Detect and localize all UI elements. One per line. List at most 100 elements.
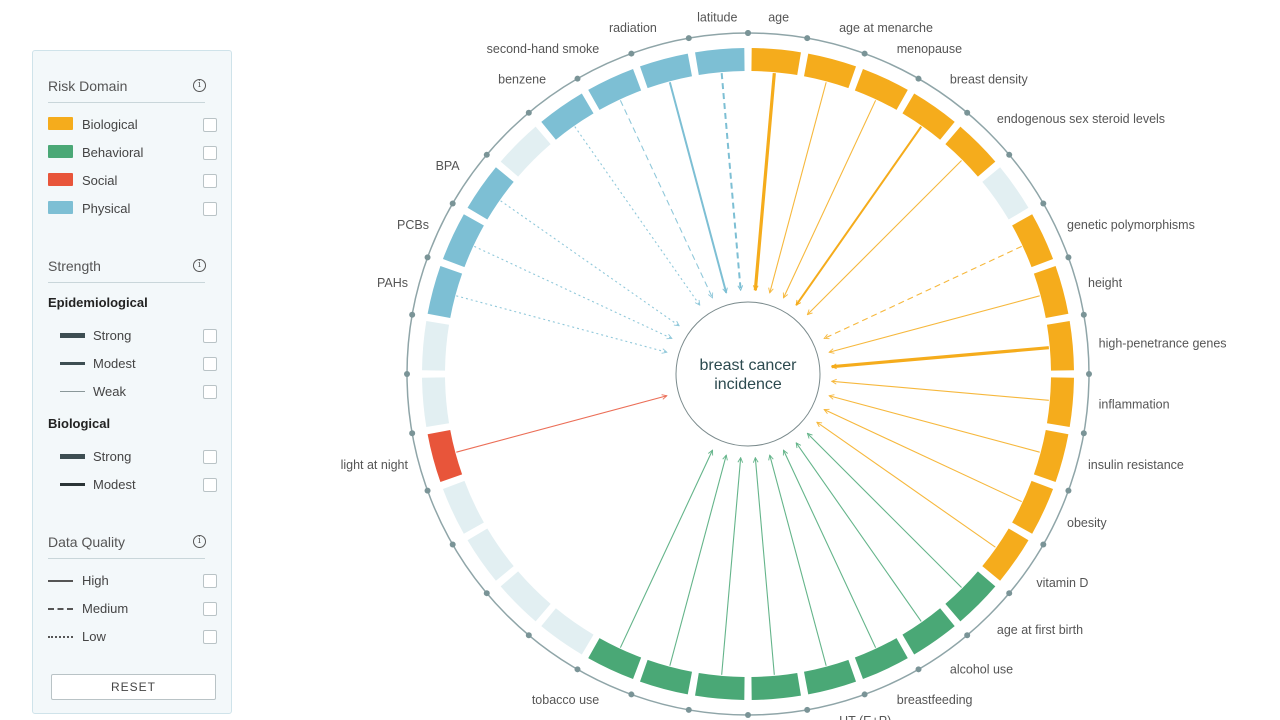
bio-strong-checkbox[interactable] <box>203 450 217 464</box>
factor-label-age-at-first-birth[interactable]: age at first birth <box>997 623 1083 637</box>
legend-item-behavioral[interactable]: Behavioral <box>48 143 217 163</box>
factor-label-inflammation[interactable]: inflammation <box>1099 398 1170 412</box>
segment-endogenous-sex-steroid-levels[interactable] <box>945 126 996 177</box>
factor-label-vitamin-d[interactable]: vitamin D <box>1036 576 1088 590</box>
strength-epi-weak[interactable]: Weak <box>48 382 217 402</box>
segment-breastfeeding[interactable] <box>854 638 908 680</box>
strength-bio-modest[interactable]: Modest <box>48 475 217 495</box>
segment-benzene[interactable] <box>541 93 594 140</box>
segment-height[interactable] <box>1033 265 1069 319</box>
segment-menopause[interactable] <box>854 68 908 110</box>
factor-label-menopause[interactable]: menopause <box>897 42 962 56</box>
factor-label-benzene[interactable]: benzene <box>498 73 546 87</box>
segment-insulin-resistance[interactable] <box>1033 429 1069 483</box>
strength-bio-strong[interactable]: Strong <box>48 447 217 467</box>
segment-empty[interactable] <box>442 480 484 534</box>
segment-empty[interactable] <box>467 528 514 581</box>
segment-behavioral[interactable] <box>639 659 693 695</box>
segment-empty[interactable] <box>500 571 551 622</box>
behavioral-checkbox[interactable] <box>203 146 217 160</box>
segment-diet[interactable] <box>695 672 745 700</box>
segment-genetic-polymorphisms[interactable] <box>1012 214 1054 268</box>
filter-panel: Risk Domain i Biological Behavioral Soci… <box>32 50 232 714</box>
biological-checkbox[interactable] <box>203 118 217 132</box>
quality-high[interactable]: High <box>48 571 217 591</box>
segment-pahs[interactable] <box>427 265 463 319</box>
quality-low[interactable]: Low <box>48 627 217 647</box>
epi-modest-checkbox[interactable] <box>203 357 217 371</box>
segment-age-at-menarche[interactable] <box>803 53 857 89</box>
segment-inflammation[interactable] <box>1046 377 1074 427</box>
segment-age-at-first-birth[interactable] <box>945 571 996 622</box>
factor-label-tobacco-use[interactable]: tobacco use <box>532 693 599 707</box>
epi-strong-checkbox[interactable] <box>203 329 217 343</box>
quality-medium[interactable]: Medium <box>48 599 217 619</box>
segment-empty[interactable] <box>982 167 1029 220</box>
factor-label-age-at-menarche[interactable]: age at menarche <box>839 21 933 35</box>
physical-checkbox[interactable] <box>203 202 217 216</box>
factor-label-latitude[interactable]: latitude <box>697 10 737 24</box>
arrow-pcbs <box>474 245 672 338</box>
segment-vitamin-d[interactable] <box>982 528 1029 581</box>
factor-label-genetic-polymorphisms[interactable]: genetic polymorphisms <box>1067 218 1195 232</box>
segment-pcbs[interactable] <box>442 214 484 268</box>
segment-high-penetrance-genes[interactable] <box>1046 321 1074 371</box>
reset-button[interactable]: RESET <box>51 674 216 700</box>
arrow-inflammation <box>832 381 1049 401</box>
info-icon[interactable]: i <box>193 259 206 272</box>
ring-dot <box>804 35 811 42</box>
factor-label-breast-density[interactable]: breast density <box>950 73 1029 87</box>
quality-high-checkbox[interactable] <box>203 574 217 588</box>
factor-label-height[interactable]: height <box>1088 276 1123 290</box>
quality-low-checkbox[interactable] <box>203 630 217 644</box>
factor-label-second-hand-smoke[interactable]: second-hand smoke <box>487 42 600 56</box>
segment-ht-e-p[interactable] <box>803 659 857 695</box>
strength-epi-strong[interactable]: Strong <box>48 326 217 346</box>
quality-label: Medium <box>82 601 129 616</box>
epi-weak-checkbox[interactable] <box>203 385 217 399</box>
factor-label-insulin-resistance[interactable]: insulin resistance <box>1088 458 1184 472</box>
factor-label-endogenous-sex-steroid-levels[interactable]: endogenous sex steroid levels <box>997 112 1165 126</box>
factor-label-high-penetrance-genes[interactable]: high-penetrance genes <box>1099 336 1227 350</box>
segment-age[interactable] <box>751 48 801 76</box>
segment-empty[interactable] <box>422 377 450 427</box>
data-quality-title: Data Quality <box>48 534 126 550</box>
segment-second-hand-smoke[interactable] <box>588 68 642 110</box>
segment-empty[interactable] <box>422 321 450 371</box>
segment-behavioral[interactable] <box>751 672 801 700</box>
factor-label-breastfeeding[interactable]: breastfeeding <box>897 693 973 707</box>
factor-label-ht-e-p[interactable]: HT (E+P) <box>839 714 891 720</box>
bio-modest-checkbox[interactable] <box>203 478 217 492</box>
strength-header: Strength i <box>48 258 206 283</box>
arrow-genetic-polymorphisms <box>824 245 1022 338</box>
segment-bpa[interactable] <box>467 167 514 220</box>
factor-label-pahs[interactable]: PAHs <box>377 276 408 290</box>
segment-empty[interactable] <box>500 126 551 177</box>
segment-tobacco-use[interactable] <box>588 638 642 680</box>
segment-light-at-night[interactable] <box>427 429 463 483</box>
arrow-age-at-menarche <box>770 82 827 293</box>
factor-label-age[interactable]: age <box>768 10 789 24</box>
segment-latitude[interactable] <box>695 48 745 76</box>
arrow-diet <box>721 458 741 675</box>
info-icon[interactable]: i <box>193 535 206 548</box>
legend-item-social[interactable]: Social <box>48 171 217 191</box>
factor-label-obesity[interactable]: obesity <box>1067 516 1107 530</box>
segment-breast-density[interactable] <box>902 93 955 140</box>
factor-label-alcohol-use[interactable]: alcohol use <box>950 662 1013 676</box>
info-icon[interactable]: i <box>193 79 206 92</box>
segment-empty[interactable] <box>541 608 594 655</box>
legend-item-biological[interactable]: Biological <box>48 115 217 135</box>
segment-obesity[interactable] <box>1012 480 1054 534</box>
strength-epi-modest[interactable]: Modest <box>48 354 217 374</box>
quality-medium-checkbox[interactable] <box>203 602 217 616</box>
factor-label-pcbs[interactable]: PCBs <box>397 218 429 232</box>
legend-item-physical[interactable]: Physical <box>48 199 217 219</box>
social-checkbox[interactable] <box>203 174 217 188</box>
factor-label-bpa[interactable]: BPA <box>436 159 461 173</box>
segment-radiation[interactable] <box>639 53 693 89</box>
factor-label-light-at-night[interactable]: light at night <box>341 458 409 472</box>
ring-dot <box>861 50 868 57</box>
segment-alcohol-use[interactable] <box>902 608 955 655</box>
factor-label-radiation[interactable]: radiation <box>609 21 657 35</box>
